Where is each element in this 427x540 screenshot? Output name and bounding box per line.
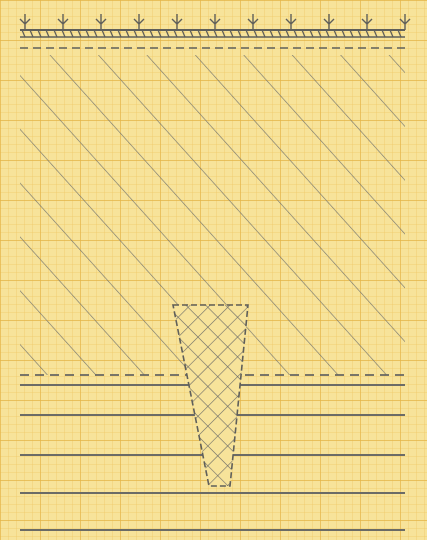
graph-paper-sketch [0,0,427,540]
